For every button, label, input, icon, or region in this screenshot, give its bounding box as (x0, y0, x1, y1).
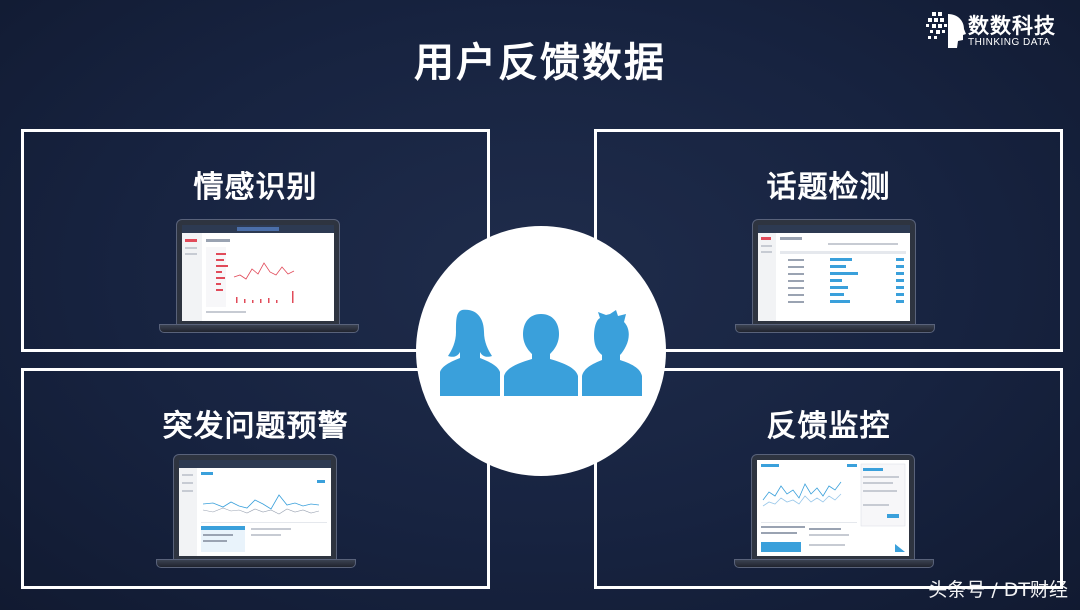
brand-logo: 数数科技 THINKING DATA (924, 6, 1074, 52)
laptop-screenshot (734, 454, 934, 572)
laptop-screenshot (735, 219, 935, 337)
panel-incident-alert: 突发问题预警 (21, 368, 490, 589)
brand-subtitle: THINKING DATA (968, 37, 1051, 48)
panel-title-sentiment: 情感识别 (193, 170, 318, 205)
laptop-screenshot (159, 219, 359, 337)
watermark: 头条号 / DT财经 (928, 579, 1068, 601)
brand-dots-icon (926, 12, 966, 48)
brand-name: 数数科技 (968, 14, 1056, 38)
panel-sentiment: 情感识别 (21, 129, 490, 352)
panel-title-topic-detection: 话题检测 (766, 170, 891, 205)
center-circle (416, 226, 666, 476)
panel-feedback-monitor: 反馈监控 (594, 368, 1063, 589)
users-group-icon (440, 309, 642, 396)
panel-topic-detection: 话题检测 (594, 129, 1063, 352)
page-title: 用户反馈数据 (414, 40, 666, 86)
panel-title-feedback-monitor: 反馈监控 (766, 409, 891, 444)
laptop-screenshot (156, 454, 356, 572)
panel-title-incident-alert: 突发问题预警 (162, 409, 349, 444)
